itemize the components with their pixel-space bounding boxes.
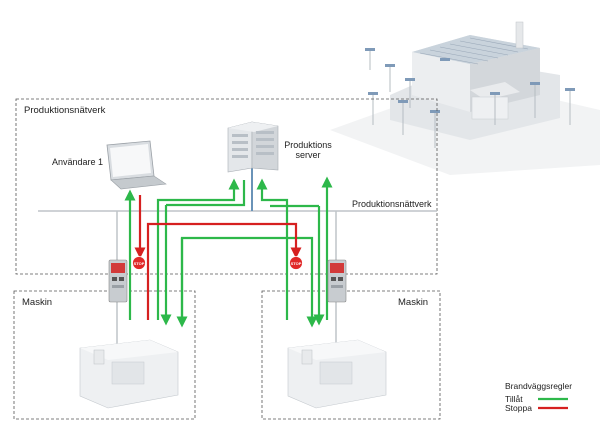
cnc-machine-icon (287, 339, 387, 409)
stop-flow-2 (146, 222, 302, 320)
stop-badge-left: STOP (132, 256, 146, 270)
production-network-line-label: Produktionsnättverk (352, 199, 432, 209)
machine-left-label: Maskin (22, 297, 53, 308)
production-network-title: Produktionsnätverk (24, 105, 106, 116)
cnc-machine-icon (79, 339, 179, 409)
svg-text:STOP: STOP (291, 261, 302, 266)
allow-flows (124, 176, 333, 328)
legend-stop-label: Stoppa (505, 403, 532, 413)
server-label-line1: Produktions (284, 140, 332, 150)
svg-text:STOP: STOP (134, 261, 145, 266)
factory-building-icon (330, 21, 600, 175)
stop-badge-right: STOP (289, 256, 303, 270)
legend-allow-label: Tillåt (505, 394, 523, 404)
firewall-device-icon (108, 259, 128, 303)
server-label: Produktions server (282, 140, 334, 160)
allow-flow-5 (256, 178, 289, 320)
firewall-device-icon (327, 259, 347, 303)
stop-flows (134, 195, 302, 320)
production-network-boundary (15, 98, 438, 275)
allow-flow-3b (166, 180, 246, 207)
machine-right-label: Maskin (398, 297, 429, 308)
server-label-line2: server (295, 150, 321, 160)
user-label: Användare 1 (52, 157, 104, 167)
laptop-icon (106, 140, 167, 190)
allow-flow-4 (180, 236, 318, 328)
machine-left-boundary (13, 290, 196, 420)
legend-title: Brandväggsregler (505, 381, 573, 391)
server-rack-icon (227, 121, 279, 173)
allow-flow-2 (156, 178, 240, 320)
machine-right-boundary (261, 290, 441, 420)
